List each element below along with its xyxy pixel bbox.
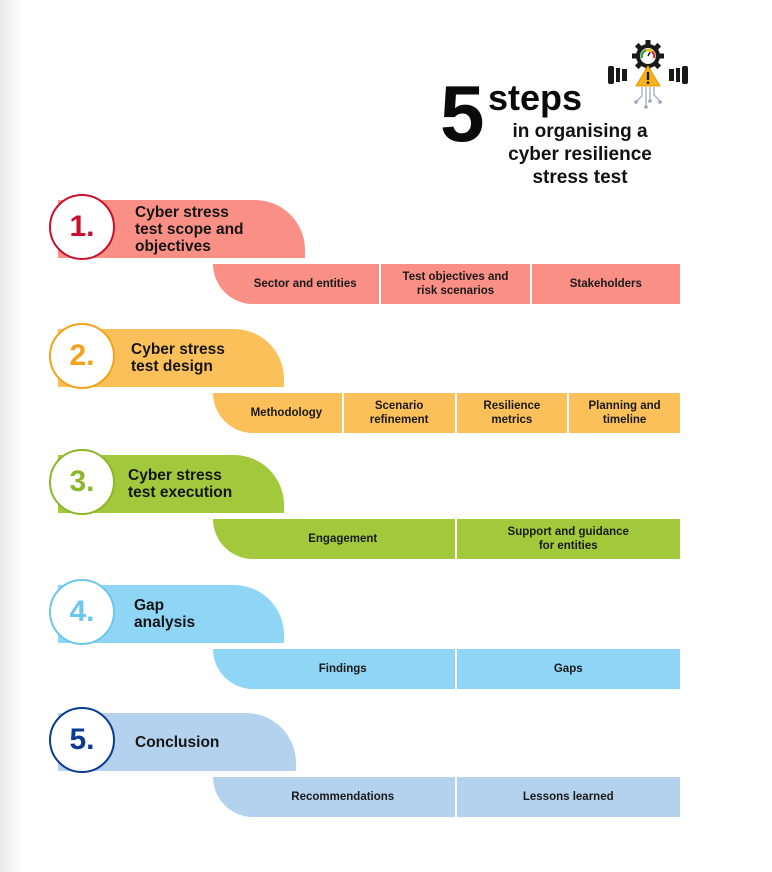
- substep-cell: Scenario refinement: [341, 393, 455, 433]
- substep-cell: Test objectives and risk scenarios: [379, 264, 529, 304]
- step-number-badge: 4.: [49, 579, 115, 645]
- step-title-line: test scope and: [135, 220, 244, 238]
- substep-cell: Stakeholders: [529, 264, 680, 304]
- substep-line: Methodology: [250, 407, 323, 419]
- step-substeps-bar: Engagement Support and guidance for entit…: [213, 519, 680, 559]
- substep-line: timeline: [602, 414, 647, 426]
- step-substeps-bar: Sector and entities Test objectives and r…: [213, 264, 680, 304]
- step-title-line: objectives: [135, 237, 211, 255]
- substep-line: refinement: [369, 414, 429, 426]
- step-title: Gap analysis: [134, 585, 195, 643]
- substep-line: Lessons learned: [522, 791, 614, 803]
- step-title-line: test execution: [128, 484, 233, 501]
- subtitle-line: stress test: [532, 167, 628, 188]
- substep-cell: Recommendations: [213, 777, 455, 817]
- substep-line: Recommendations: [291, 791, 395, 803]
- substep-line: Planning and: [588, 400, 661, 412]
- subtitle-line: in organising a: [512, 121, 648, 142]
- step-number-badge: 2.: [49, 323, 115, 389]
- substep-line: Resilience: [483, 400, 541, 412]
- substep-line: risk scenarios: [416, 285, 495, 297]
- header-number: 5: [440, 69, 484, 158]
- substep-line: Sector and entities: [253, 278, 357, 290]
- step-title: Cyber stress test execution: [128, 455, 232, 513]
- step-title-line: Cyber stress: [128, 467, 222, 484]
- step-substeps-bar: Findings Gaps: [213, 649, 680, 689]
- step-title-line: Cyber stress: [131, 341, 225, 358]
- substep-cell: Lessons learned: [454, 777, 681, 817]
- step-title-line: Conclusion: [135, 733, 220, 751]
- step-title-line: Cyber stress: [135, 203, 229, 221]
- substep-line: Test objectives and: [402, 271, 509, 283]
- step-title: Conclusion: [135, 713, 219, 771]
- step-substeps-bar: Methodology Scenario refinement Resilienc…: [213, 393, 680, 433]
- step-title-line: analysis: [134, 614, 196, 631]
- substep-cell: Findings: [213, 649, 455, 689]
- substep-line: Gaps: [553, 663, 583, 675]
- substep-line: Stakeholders: [569, 278, 642, 290]
- substep-cell: Planning and timeline: [567, 393, 680, 433]
- header: 5 steps in organising a cyber resilience…: [440, 72, 740, 192]
- substep-cell: Methodology: [213, 393, 342, 433]
- step-number-badge: 1.: [49, 194, 115, 260]
- substep-cell: Support and guidance for entities: [454, 519, 681, 559]
- step-number-badge: 3.: [49, 449, 115, 515]
- substep-line: metrics: [491, 414, 533, 426]
- substep-line: Scenario: [374, 400, 424, 412]
- substep-line: for entities: [538, 540, 598, 552]
- substep-line: Findings: [318, 663, 367, 675]
- substep-cell: Sector and entities: [213, 264, 379, 304]
- substep-cell: Resilience metrics: [454, 393, 568, 433]
- header-steps-word: steps: [488, 77, 583, 118]
- step-title-line: test design: [131, 358, 213, 375]
- step-number-badge: 5.: [49, 707, 115, 773]
- substep-line: Support and guidance: [507, 526, 629, 538]
- step-title: Cyber stress test scope and objectives: [135, 200, 244, 258]
- gear-warning-icon: [608, 40, 688, 109]
- substep-line: Engagement: [308, 533, 378, 545]
- header-subtitle: in organising a cyber resilience stress …: [480, 120, 680, 189]
- step-substeps-bar: Recommendations Lessons learned: [213, 777, 680, 817]
- substep-cell: Gaps: [454, 649, 681, 689]
- page-edge-shadow: [0, 0, 22, 872]
- step-title: Cyber stress test design: [131, 329, 225, 387]
- substep-cell: Engagement: [213, 519, 455, 559]
- step-title-line: Gap: [134, 597, 165, 614]
- subtitle-line: cyber resilience: [508, 144, 652, 165]
